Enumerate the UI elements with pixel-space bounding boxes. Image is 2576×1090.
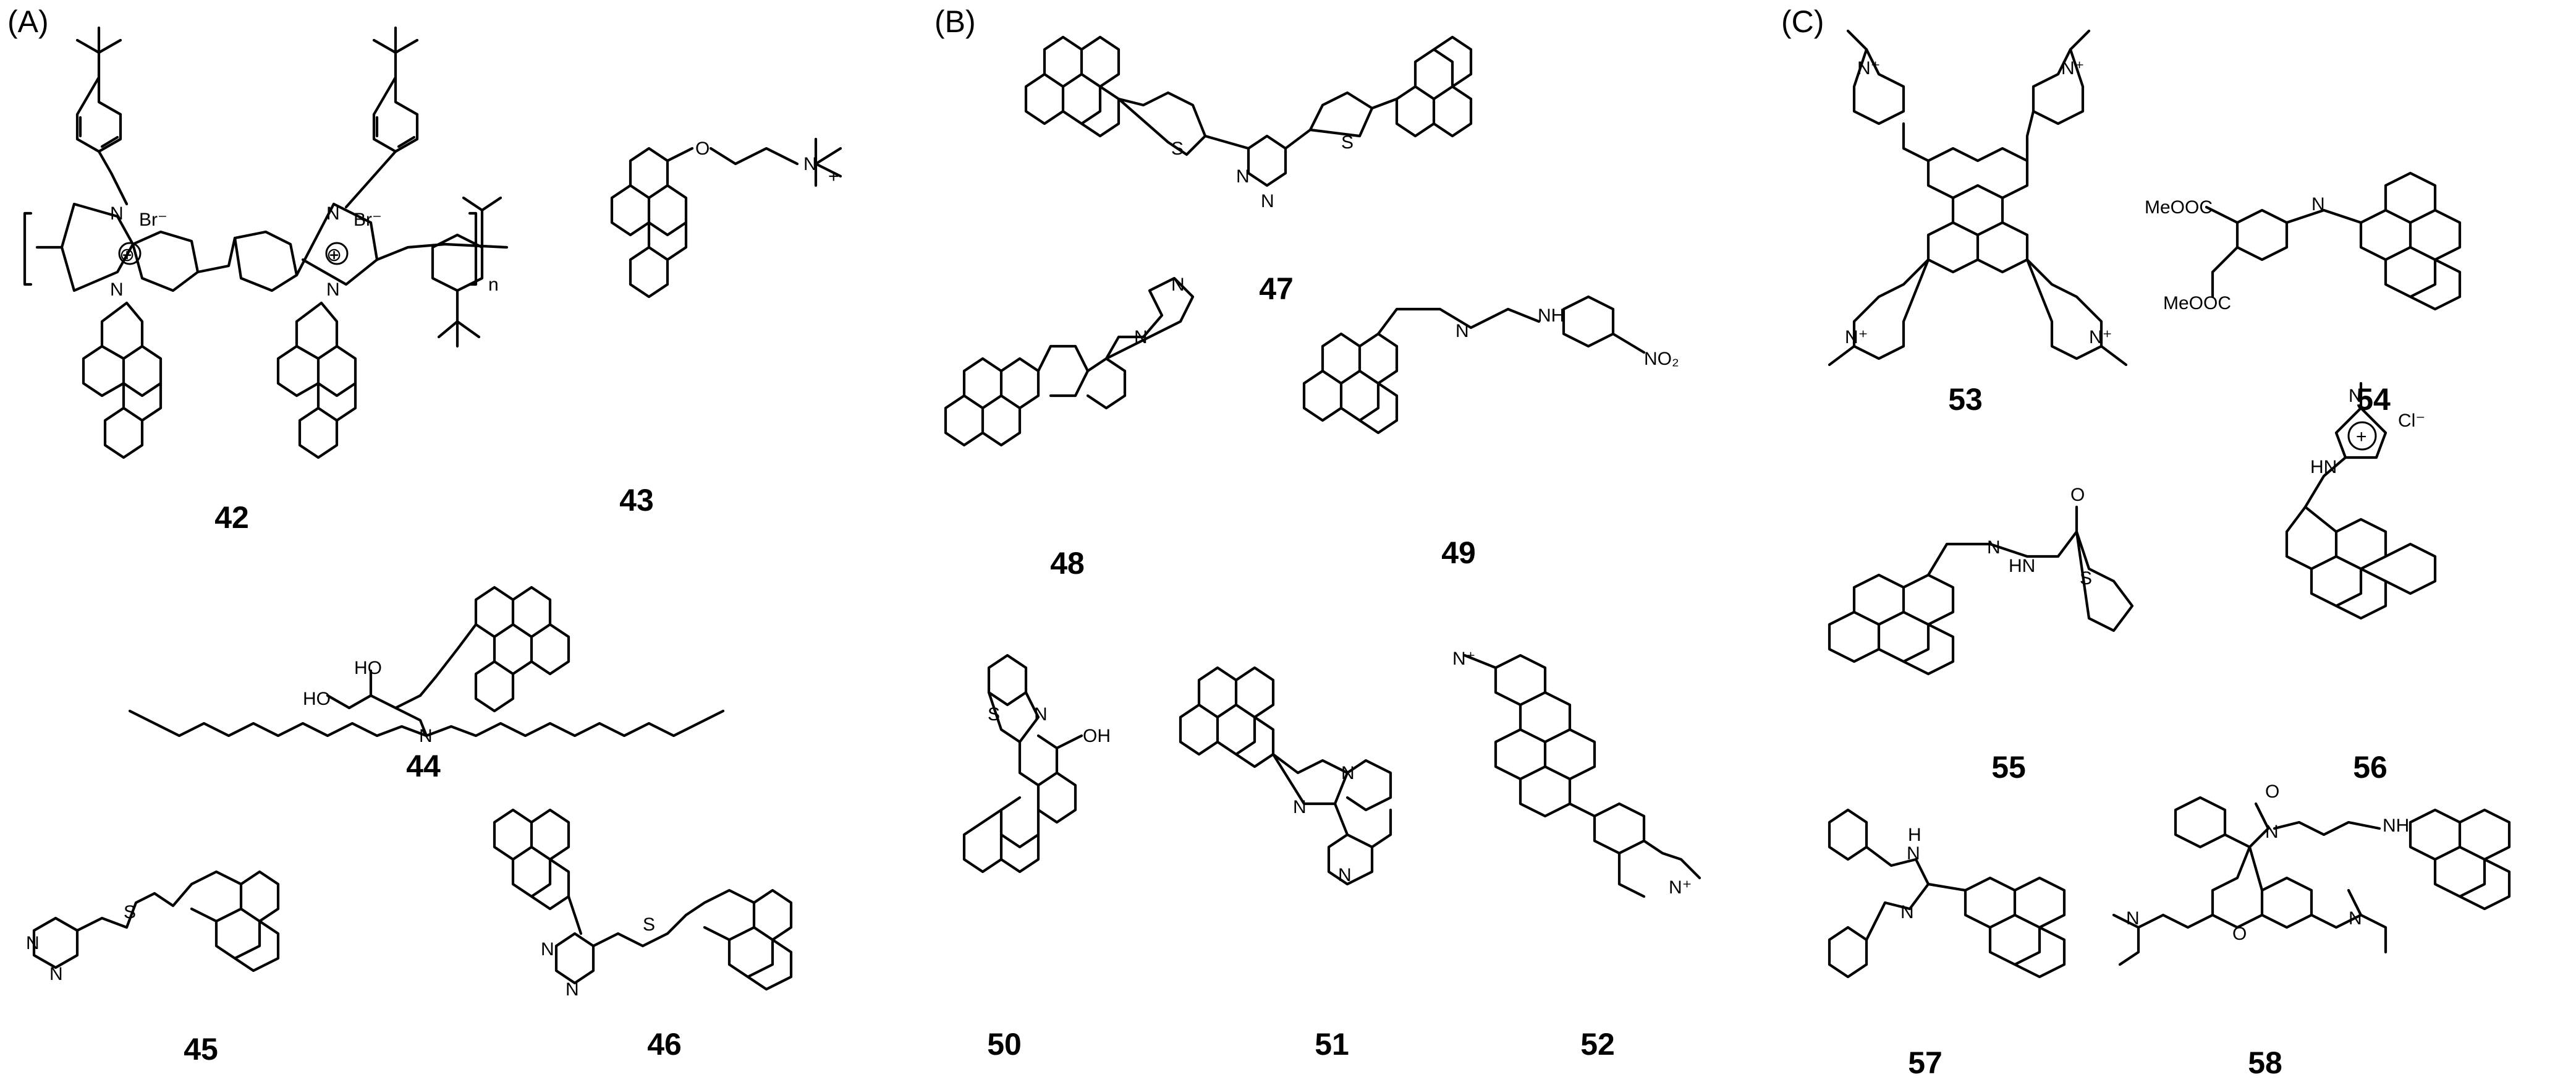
compound-label-42: 42 (214, 500, 249, 535)
compound-label-52: 52 (1580, 1027, 1615, 1062)
compound-label-57: 57 (1908, 1045, 1943, 1080)
atom-hn: HN (2310, 457, 2337, 477)
atom-n-plus: N⁺ (2061, 58, 2085, 79)
atom-n: N (1261, 191, 1274, 211)
atom-n: N (326, 203, 340, 224)
atom-n: N (803, 154, 817, 174)
atom-meooc: MeOOC (2163, 293, 2231, 313)
compound-label-53: 53 (1948, 382, 1983, 417)
panel-label-a: (A) (7, 4, 49, 39)
compound-label-45: 45 (184, 1032, 218, 1067)
atom-hn: HN (2009, 556, 2035, 576)
compound-label-48: 48 (1050, 546, 1085, 581)
atom-n: N (326, 279, 340, 300)
compound-label-55: 55 (1991, 750, 2026, 785)
atom-meooc: MeOOC (2145, 197, 2213, 218)
atom-s: S (1171, 138, 1184, 159)
atom-n: N (110, 203, 124, 224)
atom-n: N (2349, 908, 2362, 929)
atom-n: N (2126, 908, 2140, 929)
atom-nh: NH (2383, 815, 2409, 836)
atom-o: O (2232, 924, 2247, 944)
atom-n: N (1236, 166, 1250, 187)
atom-n-plus: N⁺ (1452, 649, 1476, 669)
atom-o: O (2265, 781, 2279, 802)
atom-br: Br⁻ (139, 210, 167, 230)
compound-label-44: 44 (406, 749, 441, 783)
atom-s: S (643, 914, 655, 935)
atom-oh: OH (1083, 726, 1111, 746)
atom-n: N (1341, 763, 1355, 783)
plus-charge-icon: + (2356, 427, 2367, 447)
atom-s: S (124, 902, 136, 922)
atom-n-subscript: n (488, 275, 499, 295)
atom-n-plus: N⁺ (1669, 877, 1692, 898)
atom-plus: + (828, 166, 839, 187)
atom-n-plus: N⁺ (1845, 327, 1868, 347)
atom-h: H (1908, 825, 1921, 845)
atom-o: O (2070, 485, 2085, 505)
atom-n: N (1900, 902, 1914, 922)
atom-n: N (2265, 822, 2279, 842)
atom-nh: NH (1538, 305, 1564, 326)
plus-charge-icon-b: ⊕ (326, 245, 342, 265)
atom-o: O (695, 138, 710, 159)
atom-n: N (2349, 386, 2362, 406)
atom-n: N (49, 964, 63, 984)
atom-n-plus: N⁺ (1857, 58, 1881, 79)
compound-label-47: 47 (1259, 271, 1294, 306)
compound-label-46: 46 (647, 1027, 682, 1062)
atom-s: S (2080, 568, 2092, 589)
atom-n: N (1455, 321, 1469, 341)
atom-n: N (419, 726, 433, 746)
compound-label-51: 51 (1315, 1027, 1349, 1062)
panel-label-c: (C) (1781, 4, 1824, 39)
compound-label-50: 50 (987, 1027, 1022, 1062)
panel-label-b: (B) (934, 4, 976, 39)
atom-n: N (1171, 275, 1185, 295)
atom-n-plus: N⁺ (2089, 327, 2112, 347)
atom-n: N (541, 939, 554, 960)
atom-br: Br⁻ (354, 210, 382, 230)
compound-label-43: 43 (619, 483, 654, 517)
atom-ho: HO (303, 689, 331, 709)
atom-n: N (1987, 537, 2001, 558)
compound-label-49: 49 (1441, 535, 1476, 570)
atom-n: N (1338, 865, 1352, 885)
compound-label-58: 58 (2248, 1045, 2282, 1080)
atom-n: N (1293, 797, 1307, 817)
atom-n: N (1907, 843, 1920, 864)
compound-label-56: 56 (2353, 750, 2387, 785)
plus-charge-icon-a: ⊕ (119, 245, 135, 265)
atom-s: S (1341, 132, 1354, 153)
atom-n: N (1034, 704, 1048, 725)
atom-ho: HO (354, 658, 382, 678)
atom-no2: NO₂ (1644, 349, 1679, 369)
atom-n: N (110, 279, 124, 300)
chloride-label: Cl⁻ (2398, 411, 2425, 431)
atom-n: N (2311, 194, 2325, 215)
atom-n: N (1134, 327, 1148, 347)
atom-s: S (988, 704, 1000, 725)
atom-n: N (26, 933, 40, 953)
atom-n: N (566, 979, 579, 1000)
